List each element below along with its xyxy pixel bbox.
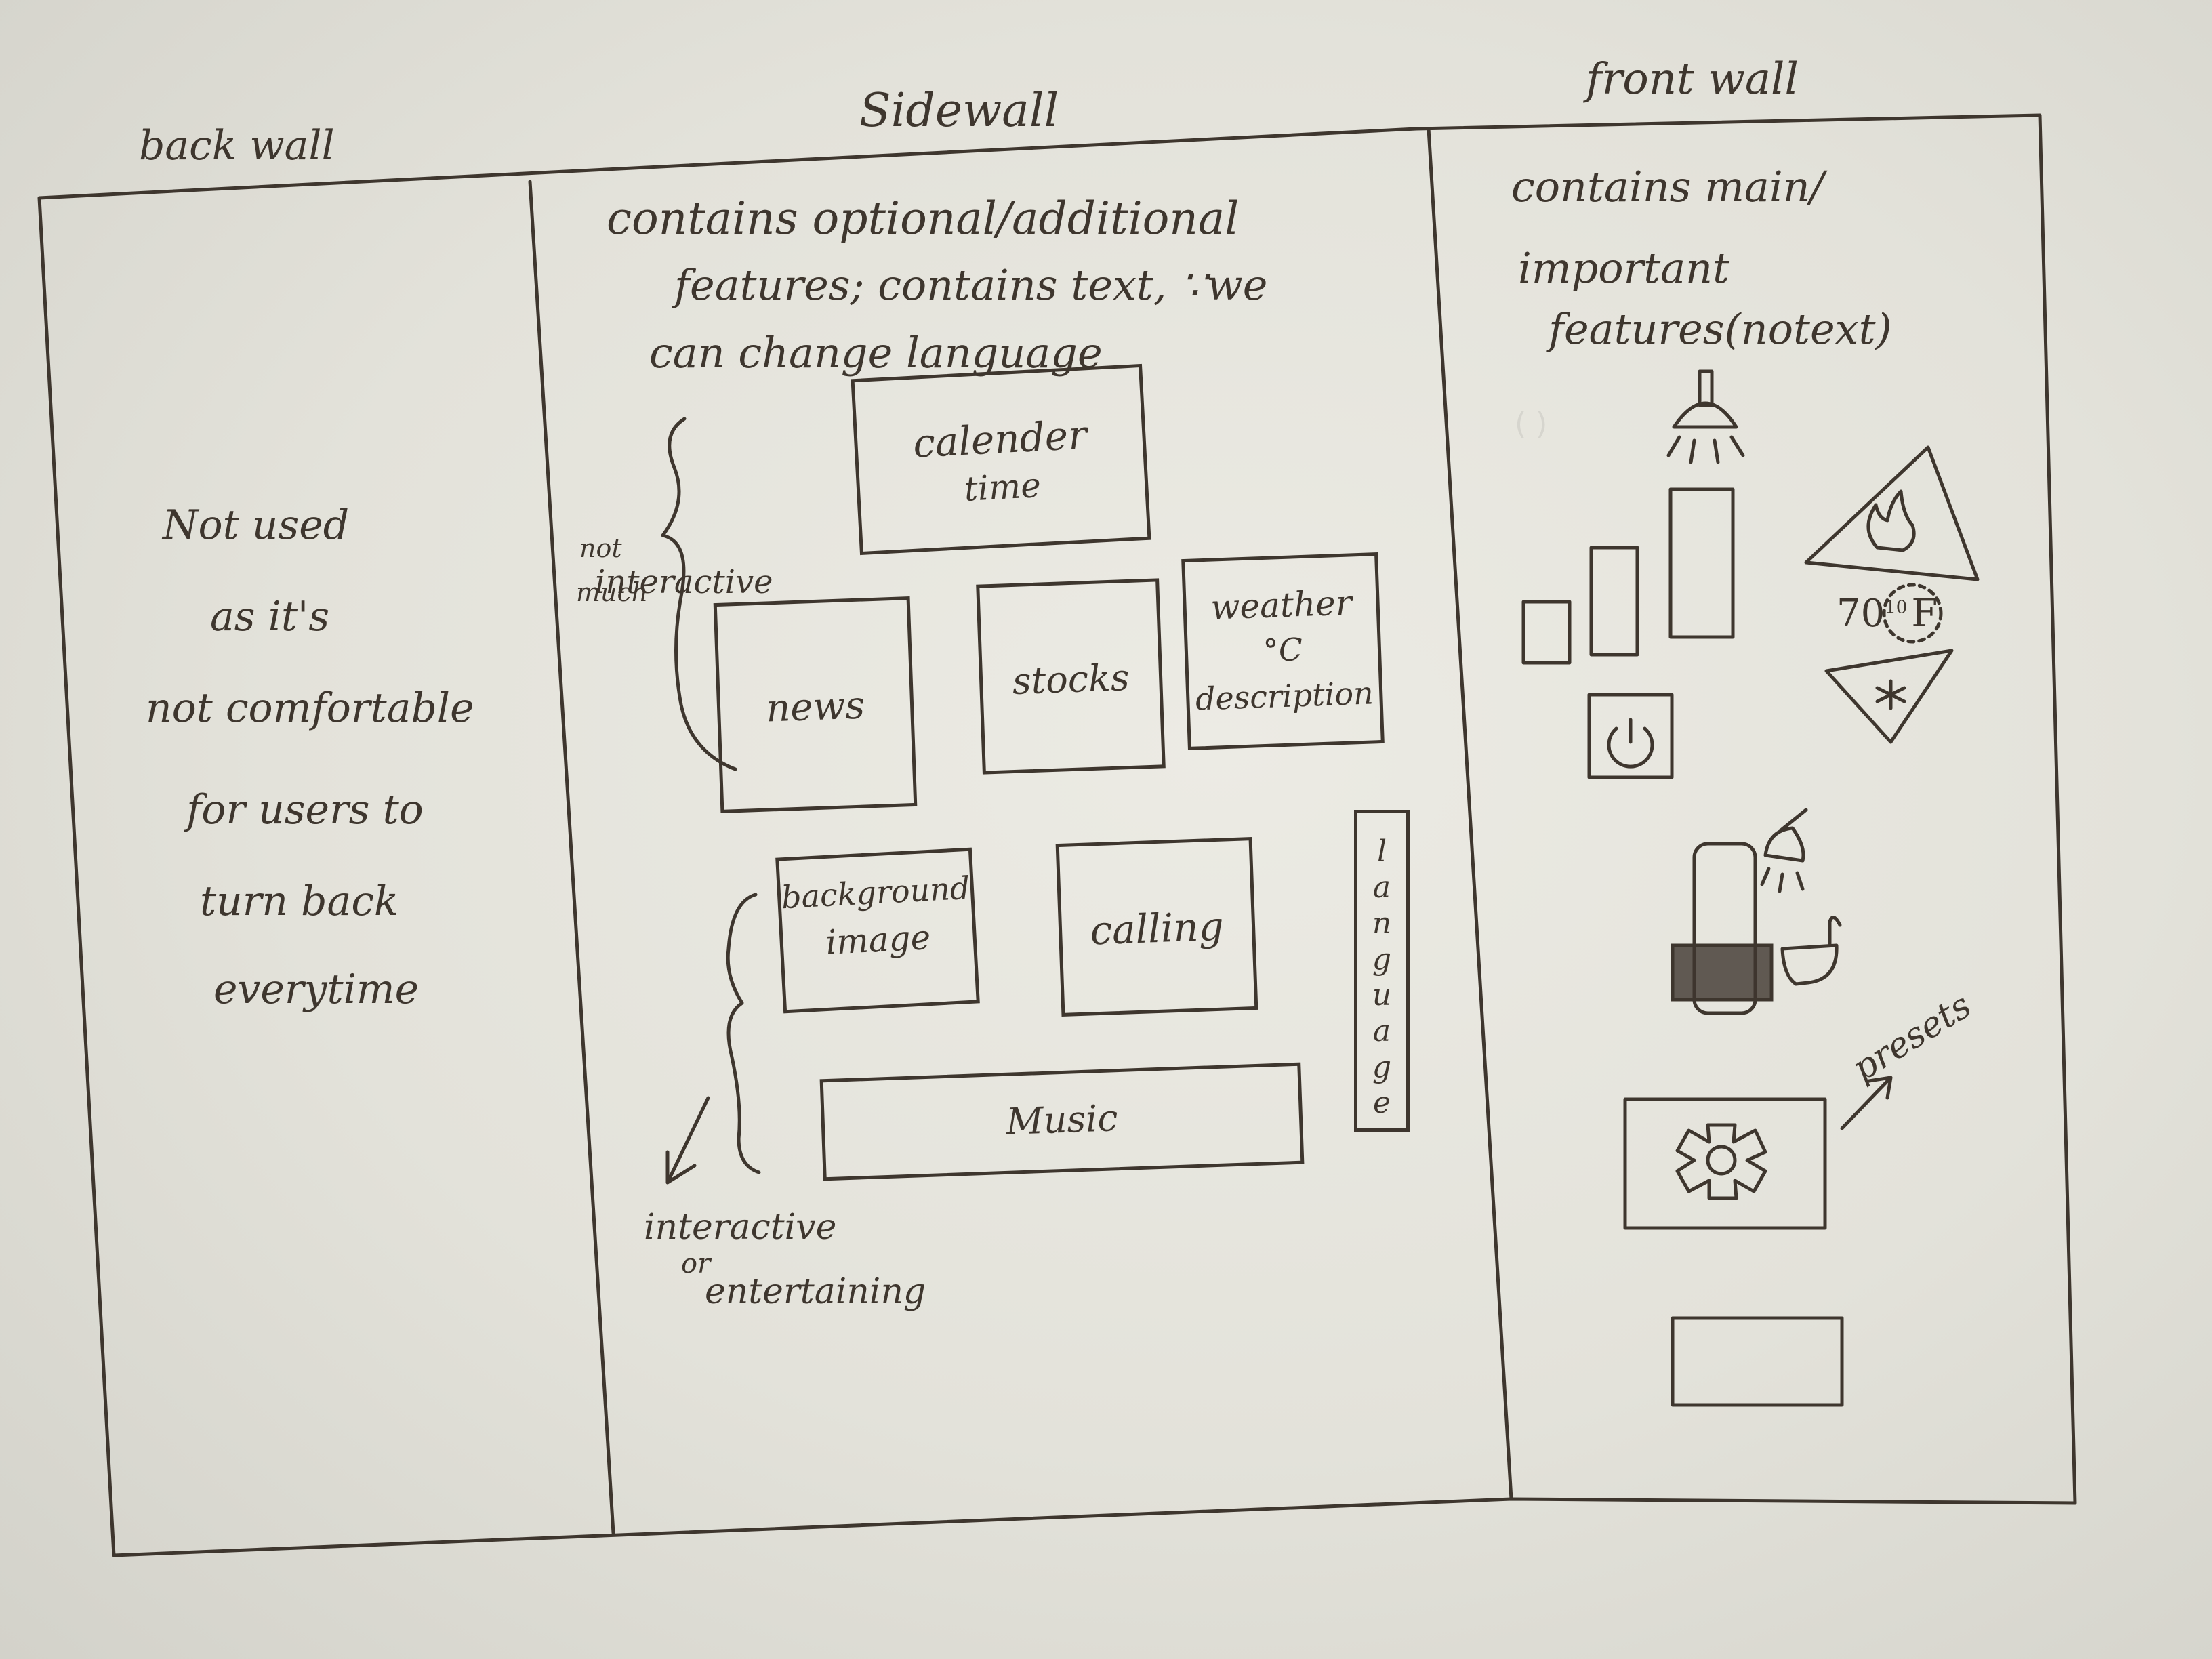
calling-widget[interactable]: calling (1055, 837, 1258, 1017)
widget-label: weather (1210, 583, 1353, 628)
temperature-circle (1882, 583, 1943, 644)
language-letter: a (1372, 870, 1391, 905)
note-line: not comfortable (146, 684, 474, 732)
widget-label: time (963, 466, 1042, 509)
presets-panel (1623, 1097, 1827, 1230)
heading-back-wall: back wall (139, 122, 335, 169)
signal-bars-icon (1521, 487, 1735, 665)
note-line: everytime (213, 966, 419, 1013)
stocks-widget[interactable]: stocks (976, 578, 1166, 775)
widget-label: °C (1262, 631, 1303, 670)
description-line: features(notext) (1549, 304, 1892, 354)
widget-label: image (824, 917, 932, 962)
heading-front-wall: front wall (1586, 54, 1799, 104)
brace-not-interactive (661, 417, 737, 771)
note-line: for users to (186, 786, 424, 834)
note-line: Not used (163, 501, 350, 549)
group-label-line: interactive (595, 563, 773, 601)
snowflake-triangle-icon (1824, 649, 1954, 744)
note-line: as it's (210, 593, 330, 640)
background-image-widget[interactable]: background image (775, 847, 980, 1014)
heading-side-wall: Sidewall (859, 84, 1059, 138)
brace-interactive (726, 893, 761, 1174)
blank-rectangle (1671, 1316, 1844, 1407)
description-line: important (1518, 243, 1729, 293)
language-letter: e (1372, 1086, 1391, 1120)
temperature-unit: F (1911, 592, 1938, 636)
description-line: can change language (649, 328, 1103, 377)
group-label-line: much (576, 577, 649, 607)
note-line: turn back (200, 878, 399, 925)
language-letter: a (1372, 1014, 1391, 1048)
power-icon (1587, 693, 1674, 779)
language-widget[interactable]: l a n g u a g e (1354, 810, 1410, 1132)
widget-label: calender (912, 411, 1088, 467)
group-label-line: entertaining (705, 1271, 926, 1312)
widget-label: Music (1005, 1097, 1119, 1143)
group-label-line: not (579, 533, 622, 563)
language-letters: l a n g u a g e (1357, 834, 1406, 1121)
ceiling-lamp-icon (1666, 369, 1745, 464)
music-widget[interactable]: Music (819, 1062, 1305, 1181)
presets-arrow (1840, 1076, 1893, 1130)
description-line: contains main/ (1511, 162, 1824, 211)
widget-label: calling (1089, 903, 1225, 954)
gear-icon (1675, 1123, 1767, 1200)
widget-label: description (1195, 674, 1374, 718)
group-label-line: or (681, 1248, 711, 1279)
language-letter: n (1372, 906, 1392, 941)
fire-triangle-icon (1804, 445, 1980, 581)
language-letter: g (1372, 1050, 1392, 1084)
faint-bleed-text: ( ) (1515, 407, 1548, 441)
weather-widget[interactable]: weather °C description (1181, 552, 1385, 750)
widget-label: background (780, 869, 971, 916)
news-widget[interactable]: news (713, 596, 918, 813)
divider-side-front (1427, 127, 1513, 1501)
language-letter: u (1372, 978, 1392, 1012)
widget-label: stocks (1011, 656, 1130, 703)
temperature-superscript: 10 (1885, 597, 1908, 618)
shower-icon (1671, 808, 1808, 1015)
arrow-interactive (665, 1096, 710, 1185)
temperature-value: 70 (1837, 592, 1885, 636)
bathtub-icon (1780, 916, 1842, 986)
language-letter: l (1376, 834, 1387, 869)
description-line: contains optional/additional (607, 192, 1240, 245)
widget-label: news (765, 683, 866, 731)
sheet-frame (37, 113, 2077, 1557)
group-label-line: interactive (644, 1207, 837, 1248)
language-letter: g (1372, 942, 1392, 977)
description-line: features; contains text, ∵we (674, 260, 1268, 310)
divider-back-side (528, 180, 615, 1535)
calendar-time-widget[interactable]: calender time (851, 363, 1151, 556)
